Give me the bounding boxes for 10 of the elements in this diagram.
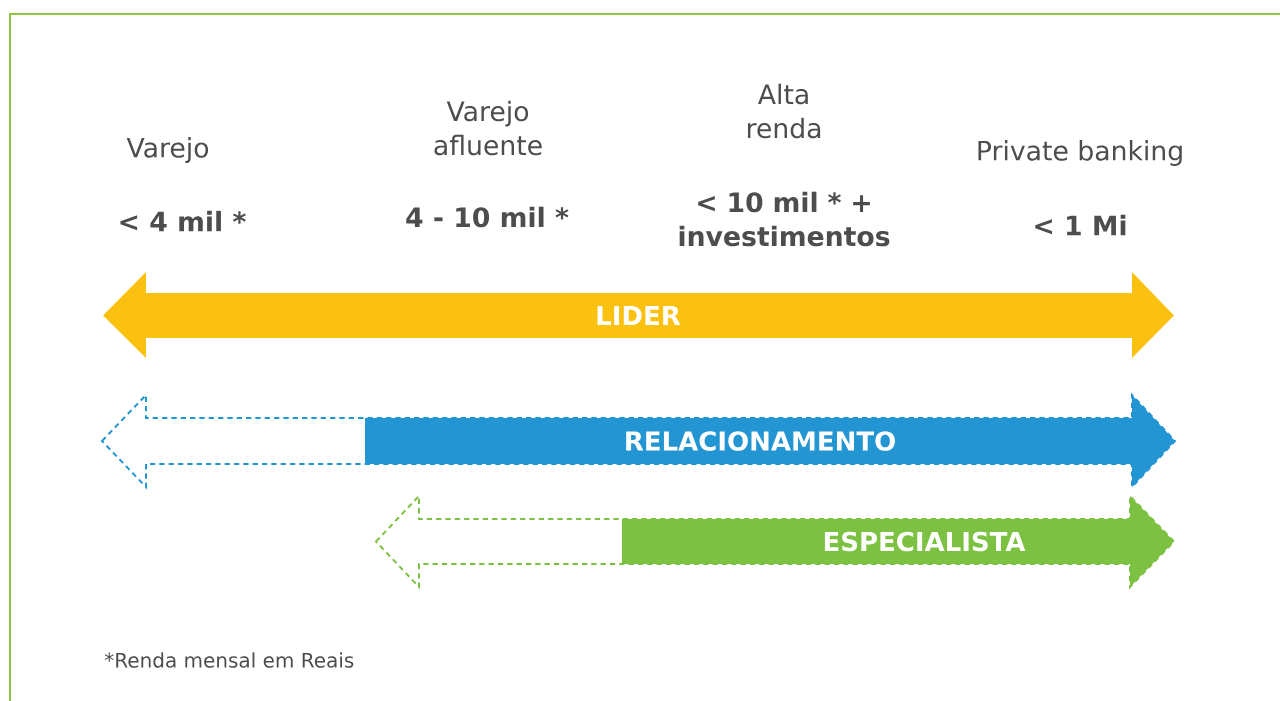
segment-label: Varejo afluente (434, 100, 542, 156)
range-band: LIDER (103, 272, 1174, 358)
footnote: *Renda mensal em Reais (104, 652, 354, 668)
value-label: < 4 mil * (120, 210, 246, 232)
segment-label: Alta renda (747, 83, 821, 139)
value-label: < 10 mil * + investimentos (679, 191, 890, 247)
segment-label: Private banking (978, 140, 1182, 166)
segment-label: Varejo (126, 137, 209, 163)
value-label: < 1 Mi (1035, 214, 1126, 236)
value-label: 4 - 10 mil * (406, 206, 569, 228)
